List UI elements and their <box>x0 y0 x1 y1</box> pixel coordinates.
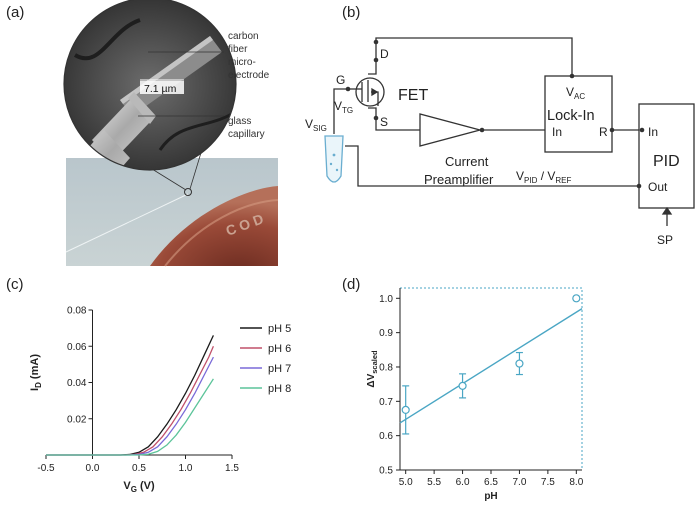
label-fet: FET <box>398 87 428 104</box>
circuit-nodes <box>345 39 645 189</box>
x-tick-label: 6.5 <box>484 477 498 488</box>
label-pid-in: In <box>648 125 658 139</box>
label-gate: G <box>336 73 345 87</box>
panel-label-c: (c) <box>6 276 24 293</box>
capillary-line <box>65 193 189 253</box>
scale-bar: 7.1 µm <box>140 79 184 95</box>
svg-text:fiber: fiber <box>228 44 248 55</box>
label-pid-out: Out <box>648 180 668 194</box>
x-axis-label: pH <box>484 491 497 502</box>
x-tick-label: 1.5 <box>225 463 239 474</box>
svg-text:7.1 µm: 7.1 µm <box>144 83 177 95</box>
label-preamp-line1: Current <box>445 154 489 169</box>
label-vac: VAC <box>566 85 585 101</box>
wire-pid-out <box>345 145 639 187</box>
legend-label: pH 6 <box>268 343 291 355</box>
sample-tube <box>324 135 344 183</box>
label-lockin-in: In <box>552 125 562 139</box>
plot-frame <box>399 287 583 471</box>
fet-symbol <box>355 77 385 107</box>
sem-inset-border <box>63 0 237 171</box>
y-tick-label: 0.02 <box>67 414 87 425</box>
label-glass-capillary: glass capillary <box>228 116 265 140</box>
label-lockin: Lock-In <box>547 108 595 124</box>
legend-label: pH 7 <box>268 363 291 375</box>
x-tick-label: 0.0 <box>86 463 100 474</box>
lockin-box <box>544 75 613 153</box>
y-tick-label: 0.6 <box>379 431 393 442</box>
svg-text:electrode: electrode <box>228 70 270 81</box>
y-tick-label: 0.8 <box>379 362 393 373</box>
x-tick-label: 8.0 <box>569 477 583 488</box>
label-drain: D <box>380 47 389 61</box>
y-tick-label: 0.7 <box>379 397 393 408</box>
y-axis-label: ΔVscaled <box>366 350 379 388</box>
x-tick-label: 7.0 <box>512 477 526 488</box>
label-source: S <box>380 115 388 129</box>
y-axis-label: ID (mA) <box>29 354 43 391</box>
x-tick-label: 6.0 <box>456 477 470 488</box>
magnify-marker <box>184 188 192 196</box>
label-pid: PID <box>653 153 680 170</box>
x-tick-label: 5.5 <box>427 477 441 488</box>
circuit-labels: G D S VTG VSIG FET VAC Lock-In In R Curr… <box>305 47 680 247</box>
y-tick-label: 0.5 <box>379 466 393 477</box>
x-tick-label: 5.0 <box>399 477 413 488</box>
wire-source <box>375 118 420 131</box>
svg-text:glass: glass <box>228 116 251 127</box>
svg-text:micro-: micro- <box>228 57 256 68</box>
series-line <box>46 378 214 456</box>
preamp-triangle <box>419 113 483 147</box>
label-lockin-r: R <box>599 125 608 139</box>
x-tick-label: 0.5 <box>132 463 146 474</box>
legend-label: pH 8 <box>268 383 291 395</box>
wire-gate <box>333 88 348 134</box>
label-vsig: VSIG <box>305 117 327 133</box>
panel-label-b: (b) <box>342 4 361 21</box>
y-tick-label: 0.04 <box>67 378 87 389</box>
x-axis-label: VG (V) <box>123 480 155 494</box>
y-tick-label: 0.08 <box>67 306 87 317</box>
series-line <box>46 345 214 456</box>
svg-text:capillary: capillary <box>228 129 265 140</box>
legend-label: pH 5 <box>268 323 291 335</box>
label-vpid-vref: VPID / VREF <box>516 169 571 185</box>
data-point <box>515 359 524 368</box>
data-point <box>401 405 410 415</box>
wire-drain-to-lockin <box>375 37 573 76</box>
chart-dv-vs-ph: 5.0 5.5 6.0 6.5 7.0 7.5 8.0 0.5 0.6 0.7 0.8 0.9 1.0 p… <box>366 287 584 502</box>
series-line <box>46 356 214 456</box>
circuit-diagram <box>324 37 695 226</box>
x-tick-label: -0.5 <box>37 463 55 474</box>
svg-text:carbon: carbon <box>228 31 259 42</box>
panel-label-d: (d) <box>342 276 361 293</box>
y-tick-label: 0.9 <box>379 328 393 339</box>
y-tick-label: 1.0 <box>379 294 393 305</box>
fit-line <box>399 308 583 424</box>
x-tick-label: 7.5 <box>541 477 555 488</box>
chart-id-vs-vg: -0.5 0.0 0.5 1.0 1.5 0.02 0.04 0.06 0.08 VG (V) ID… <box>29 306 291 495</box>
label-preamp-line2: Preamplifier <box>424 172 494 187</box>
label-setpoint: SP <box>657 233 673 247</box>
y-tick-label: 0.06 <box>67 342 87 353</box>
label-vtg: VTG <box>334 99 353 115</box>
data-point <box>458 381 467 390</box>
data-point <box>572 294 581 303</box>
panel-label-a: (a) <box>6 4 25 21</box>
photo-panel: C O D 7.1 µm carbon <box>63 0 279 267</box>
label-carbon-fiber: carbon fiber micro- electrode <box>228 31 270 81</box>
series-line <box>46 335 214 456</box>
x-tick-label: 1.0 <box>179 463 193 474</box>
